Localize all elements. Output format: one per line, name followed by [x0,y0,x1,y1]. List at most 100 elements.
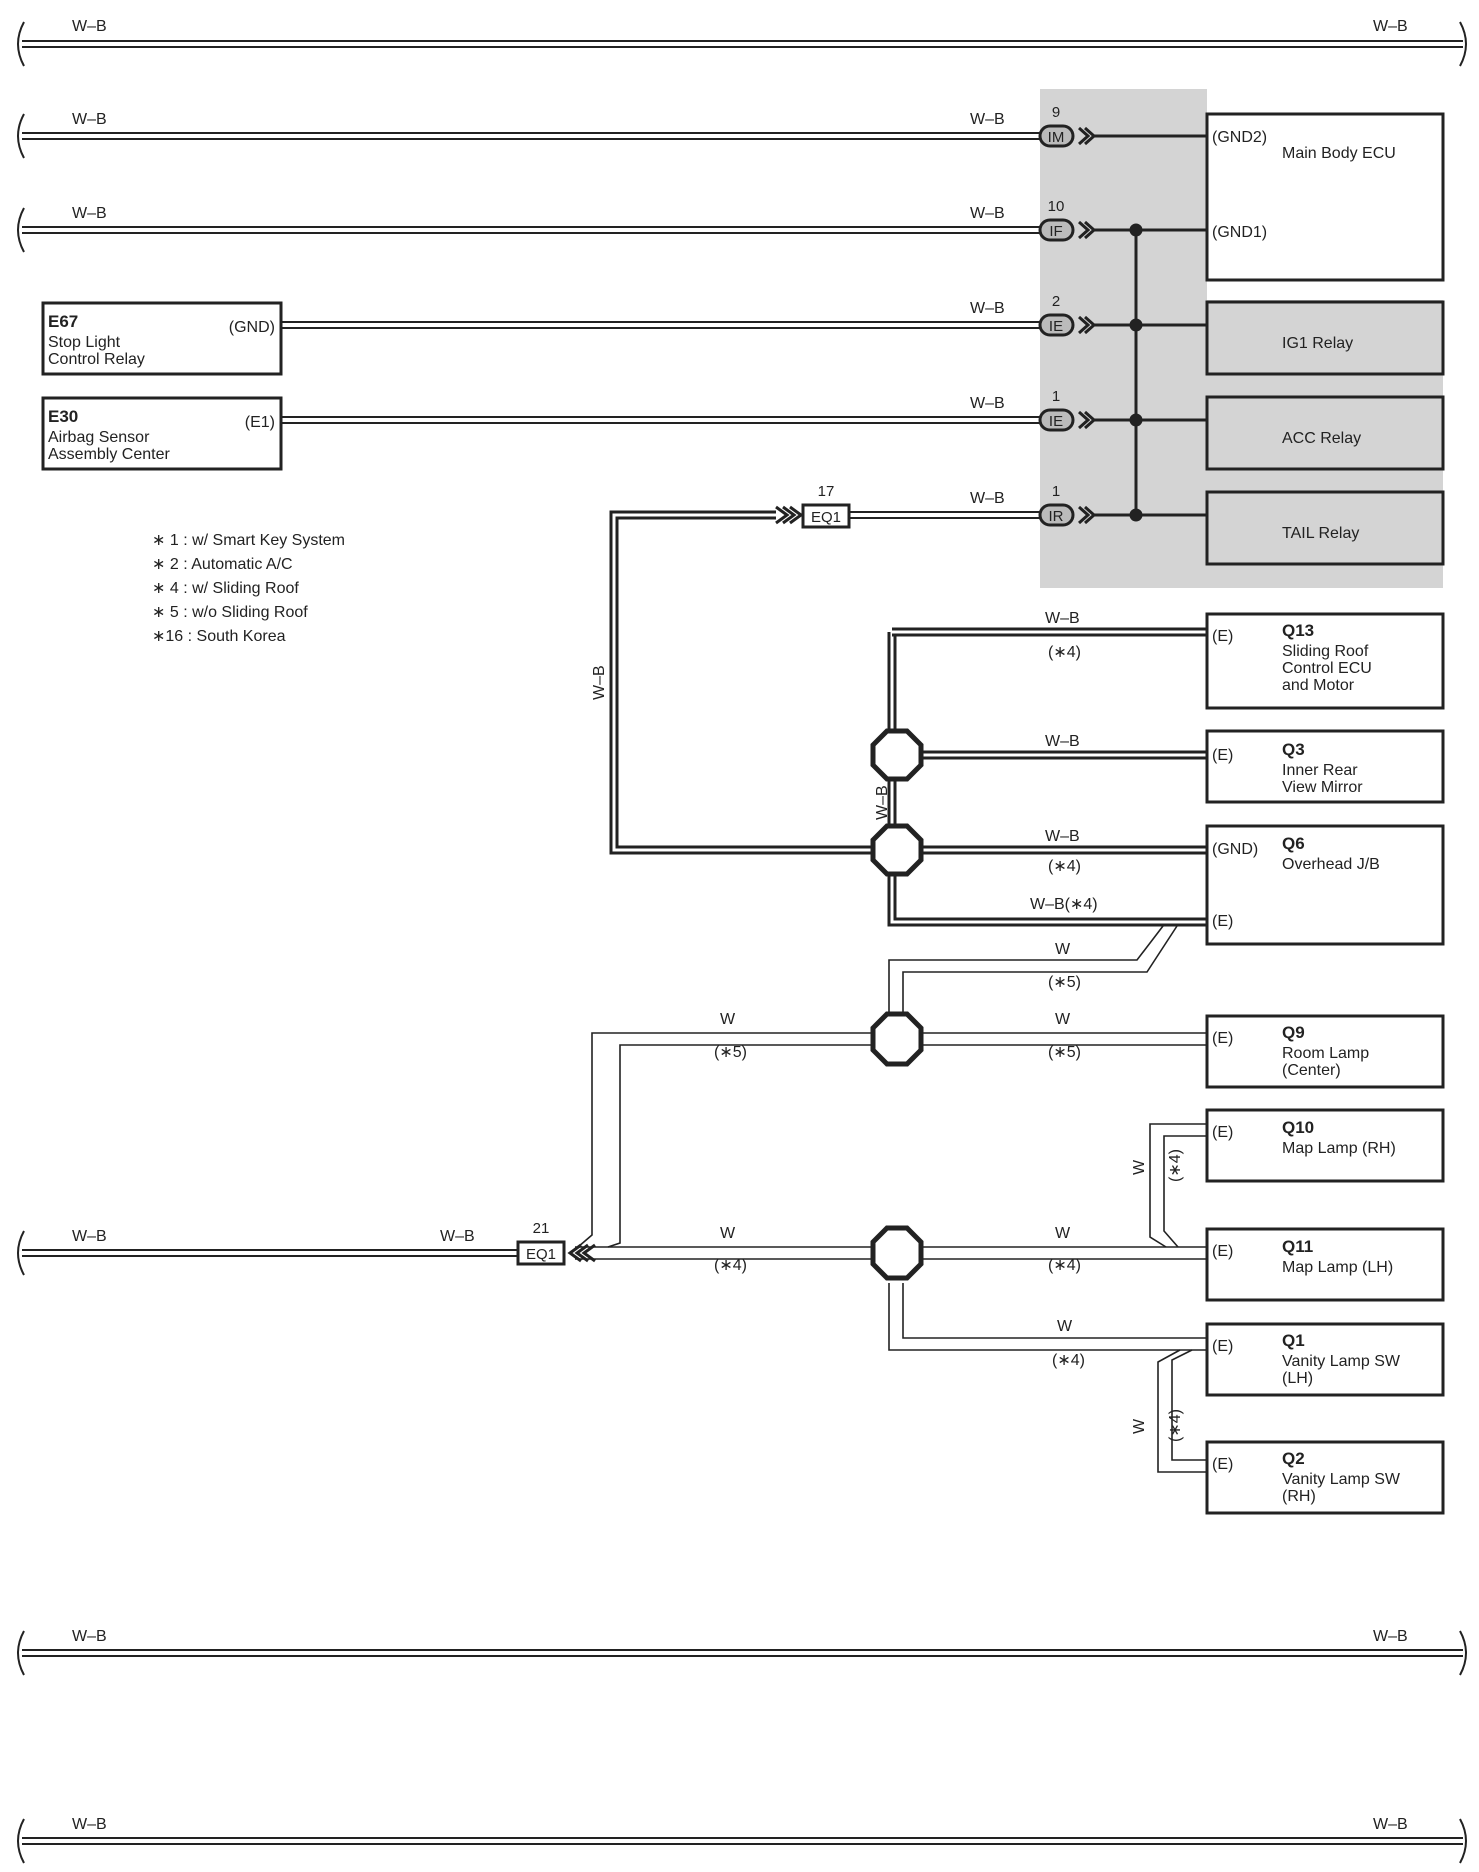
wire-label: W [1057,1318,1073,1335]
component-name: Vanity Lamp SW [1282,1353,1401,1370]
pin-number: 1 [1052,483,1060,500]
wire-label: W [1055,1225,1071,1242]
terminal-label: (E) [1212,1030,1233,1047]
wire-label: W–B [874,785,891,820]
terminal-label: (E) [1212,1124,1233,1141]
component-name: Control Relay [48,351,145,368]
connector-code: IF [1049,223,1062,240]
wire-label: W–B [970,395,1005,412]
terminal-label: (E) [1212,628,1233,645]
wire-label: W–B [591,665,608,700]
component-name: Control ECU [1282,660,1372,677]
component-name: TAIL Relay [1282,525,1359,542]
q10-box [1205,1108,1445,1183]
wire-e67 [281,321,1040,329]
option-label: (∗5) [1048,974,1081,991]
terminal-label: (E) [1212,1456,1233,1473]
splice-point [870,823,924,877]
splice-point [870,1011,924,1067]
wire-label: W–B [970,300,1005,317]
option-label: (∗4) [1048,1257,1081,1274]
legend-item: ∗ 1 : w/ Smart Key System [152,532,345,549]
terminal-label: (E) [1212,1338,1233,1355]
component-name: Map Lamp (LH) [1282,1259,1393,1276]
wire-label: W–B [72,205,107,222]
legend-item: ∗ 4 : w/ Sliding Roof [152,580,299,597]
wire-label: W–B [440,1228,475,1245]
wire-label: W–B [970,205,1005,222]
component-name: and Motor [1282,677,1355,694]
terminal-label: (GND) [1212,841,1258,858]
component-code: Q3 [1282,740,1305,759]
component-name: (LH) [1282,1370,1313,1387]
wire-label: W–B [72,111,107,128]
terminal-label: (E) [1212,747,1233,764]
component-name: (RH) [1282,1488,1316,1505]
wire-ir [849,511,1040,519]
legend-item: ∗ 5 : w/o Sliding Roof [152,604,308,621]
wire-label: W–B [970,111,1005,128]
option-label: (∗4) [1167,1149,1184,1182]
component-name: Map Lamp (RH) [1282,1140,1396,1157]
wire-label: W–B [1045,610,1080,627]
component-name: Sliding Roof [1282,643,1369,660]
wire-im [17,113,1040,159]
wire-label: W [1055,1011,1071,1028]
component-code: E30 [48,407,78,426]
harness-w [575,925,1207,1473]
wire-eq1-21 [17,1230,518,1276]
component-name: (Center) [1282,1062,1341,1079]
wire-label: W [720,1011,736,1028]
component-name: Main Body ECU [1282,145,1396,162]
pin-number: 10 [1048,198,1065,215]
wire-label: W [1055,941,1071,958]
option-label: (∗4) [1052,1352,1085,1369]
terminal-label: (GND2) [1212,129,1267,146]
component-name: Room Lamp [1282,1045,1369,1062]
option-label: (∗4) [714,1257,747,1274]
connector-code: EQ1 [811,509,841,526]
wire-e30 [281,416,1040,424]
connector-eq1-21 [516,1240,596,1266]
component-code: Q1 [1282,1331,1305,1350]
option-label: (∗5) [1048,1044,1081,1061]
continuation-wire-bottom-2 [17,1818,1467,1864]
pin-number: 17 [818,483,835,500]
component-name: Vanity Lamp SW [1282,1471,1401,1488]
terminal-label: (E) [1212,913,1233,930]
component-code: Q13 [1282,621,1314,640]
acc-relay-box [1205,395,1445,471]
wire-label: W–B(∗4) [1030,896,1098,913]
component-name: Airbag Sensor [48,429,150,446]
e67-box [41,301,283,376]
splice-point [870,728,924,782]
legend-item: ∗16 : South Korea [152,628,286,645]
option-label: (∗5) [714,1044,747,1061]
wire-label: W [720,1225,736,1242]
ground-bus [1094,134,1207,522]
e30-box [41,396,283,471]
pin-number: 1 [1052,388,1060,405]
connector-eq1-17 [775,503,851,529]
connector-ie-2 [1038,313,1097,337]
q9-box [1205,1014,1445,1089]
component-code: Q10 [1282,1118,1314,1137]
wire-label: W–B [1373,1816,1408,1833]
wire-if [17,207,1040,253]
legend-item: ∗ 2 : Automatic A/C [152,556,293,573]
connector-code: IE [1049,413,1063,430]
q11-box [1205,1227,1445,1302]
component-code: Q11 [1282,1237,1313,1256]
wire-label: W–B [72,18,107,35]
q3-box [1205,729,1445,804]
connector-code: IE [1049,318,1063,335]
component-name: IG1 Relay [1282,335,1353,352]
pin-number: 21 [533,1220,550,1237]
wire-label: W–B [1045,828,1080,845]
wire-label: W–B [970,490,1005,507]
connector-ie-1 [1038,408,1097,432]
wire-label: W–B [1373,1628,1408,1645]
component-name: ACC Relay [1282,430,1361,447]
